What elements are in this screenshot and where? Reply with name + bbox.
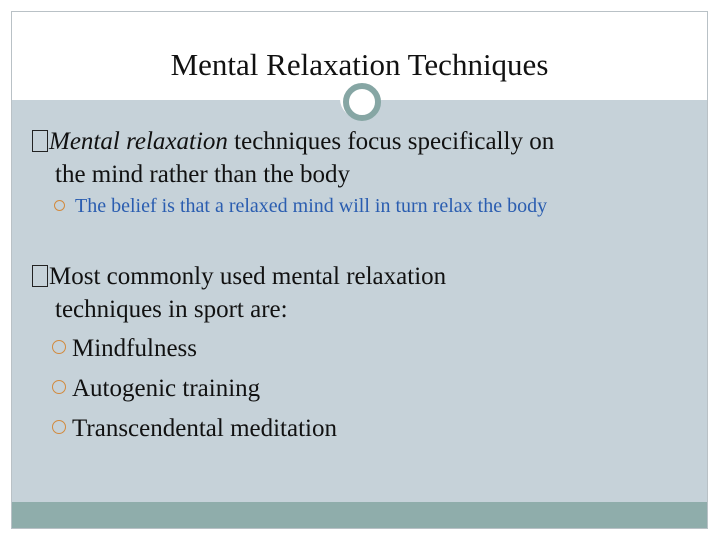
ring-bullet-icon bbox=[54, 200, 65, 211]
technique-label: Autogenic training bbox=[72, 375, 261, 402]
technique-list: Mindfulness Autogenic training Transcend… bbox=[52, 334, 337, 454]
ring-bullet-icon bbox=[52, 420, 66, 434]
slide-title: Mental Relaxation Techniques bbox=[170, 47, 549, 82]
footer-bar bbox=[12, 502, 707, 528]
bullet-mental-relaxation: Mental relaxation techniques focus speci… bbox=[32, 125, 702, 191]
bullet1-line2: the mind rather than the body bbox=[55, 161, 351, 188]
bullet-common-techniques: Most commonly used mental relaxation tec… bbox=[32, 260, 702, 326]
bullet1-text: techniques focus specifically on bbox=[227, 128, 555, 155]
missing-glyph-icon bbox=[32, 265, 48, 287]
list-item: Mindfulness bbox=[52, 334, 337, 374]
ring-bullet-icon bbox=[52, 380, 66, 394]
list-item: Autogenic training bbox=[52, 374, 337, 414]
slide-frame bbox=[11, 11, 708, 529]
ring-bullet-icon bbox=[52, 340, 66, 354]
bullet2-line1: Most commonly used mental relaxation bbox=[49, 263, 447, 290]
bullet2-line2: techniques in sport are: bbox=[55, 296, 288, 323]
bullet1-emphasis: Mental relaxation bbox=[49, 128, 228, 155]
sub-bullet-belief: The belief is that a relaxed mind will i… bbox=[54, 195, 547, 218]
technique-label: Transcendental meditation bbox=[72, 415, 337, 442]
list-item: Transcendental meditation bbox=[52, 414, 337, 454]
sub-bullet-text: The belief is that a relaxed mind will i… bbox=[75, 195, 548, 217]
content-area bbox=[12, 99, 707, 502]
technique-label: Mindfulness bbox=[72, 335, 197, 362]
missing-glyph-icon bbox=[32, 130, 48, 152]
decorative-ring-icon bbox=[343, 83, 381, 121]
